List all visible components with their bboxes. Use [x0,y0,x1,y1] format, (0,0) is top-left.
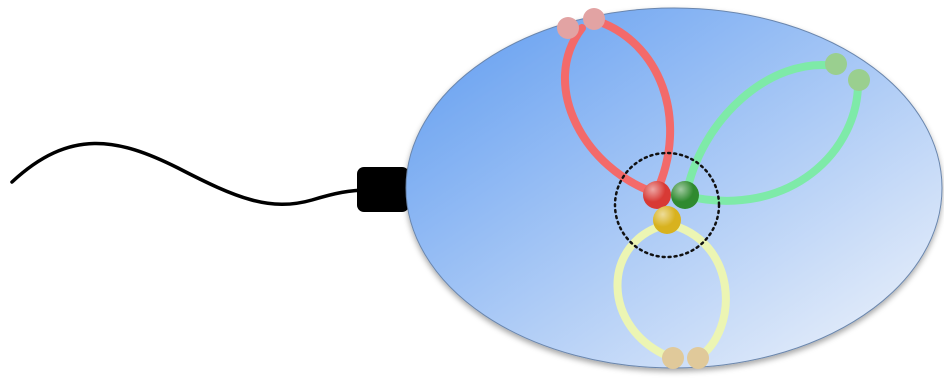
yellow-tip-left [662,347,684,369]
green-tip-bottom [848,69,870,91]
green-tip-top [825,53,847,75]
yellow-tip-right [687,347,709,369]
cable [12,143,368,204]
node-highlight [653,206,681,234]
red-tip-left [557,17,579,39]
node-highlight [643,181,671,209]
connector-plug [357,167,409,212]
node-highlight [671,181,699,209]
red-tip-right [583,8,605,30]
